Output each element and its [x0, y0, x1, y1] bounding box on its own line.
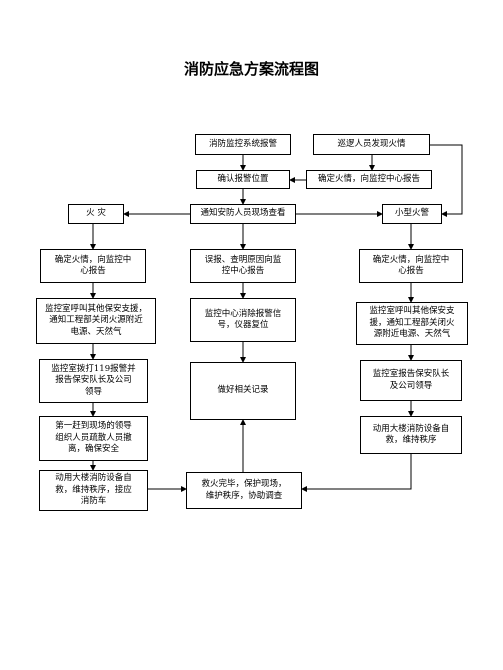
arrow-patrol-to-small-fire: [430, 144, 463, 217]
node-system-alarm: 消防监控系统报警: [195, 134, 291, 155]
node-left-use-equipment: 动用大楼消防设备自 救，维持秩序，接应 消防车: [39, 470, 148, 511]
node-notify-security-check: 通知安防人员现场查看: [190, 204, 296, 224]
node-fire: 火 灾: [68, 204, 124, 224]
page-title: 消防应急方案流程图: [183, 60, 319, 78]
node-clear-alarm-reset: 监控中心消除报警信 号，仪器复位: [190, 298, 296, 342]
node-right-use-equipment: 动用大楼消防设备自 救，维持秩序: [360, 416, 462, 454]
node-report-leader: 监控室报告保安队长 及公司领导: [360, 360, 462, 401]
node-confirm-alarm-location: 确认报警位置: [196, 170, 290, 189]
node-right-confirm-fire: 确定火情，向监控中 心报告: [359, 249, 463, 283]
node-left-confirm-fire: 确定火情，向监控中 心报告: [40, 249, 146, 283]
node-small-fire: 小型火警: [382, 204, 442, 224]
node-confirm-fire-report-center: 确定火情，向监控中心报告: [306, 170, 432, 189]
node-fire-extinguished: 救火完毕，保护现场， 维护秩序，协助调查: [186, 472, 302, 509]
node-dial-119: 监控室拨打119报警并 报告保安队长及公司 领导: [39, 359, 148, 403]
node-first-arrival-evacuate: 第一赶到现场的领导 组织人员疏散人员撤 离，确保安全: [39, 416, 148, 461]
node-false-alarm: 误报、查明原因向监 控中心报告: [190, 249, 296, 283]
node-right-call-security: 监控室呼叫其他保安支 援，通知工程部关闭火 源附近电源、天然气: [356, 302, 468, 345]
arrow-right-to-extinguished: [301, 454, 412, 492]
node-make-records: 做好相关记录: [190, 362, 296, 420]
node-patrol-found-fire: 巡逻人员发现火情: [313, 134, 430, 155]
node-left-call-security: 监控室呼叫其他保安支援， 通知工程部关闭火源附近 电源、天然气: [36, 298, 156, 344]
